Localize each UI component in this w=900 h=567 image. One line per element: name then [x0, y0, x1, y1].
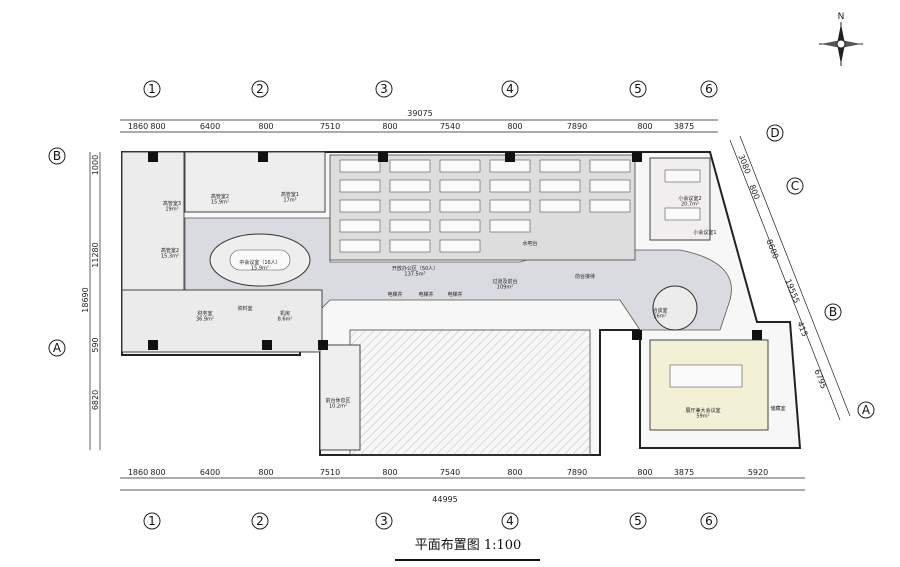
left-dimension: 6820 [91, 390, 100, 410]
bottom-axis-markers: 1 2 3 4 5 6 [143, 512, 718, 530]
left-dimension: 590 [91, 337, 100, 352]
grid-label-top: 3 [380, 82, 388, 96]
grid-label-left: A [53, 341, 62, 355]
top-dimension: 800 [507, 122, 522, 131]
top-dimension: 800 [258, 122, 273, 131]
bottom-dimension: 6400 [200, 468, 220, 477]
top-dimension: 800 [150, 122, 165, 131]
top-dimension: 800 [637, 122, 652, 131]
grid-label-bottom: 6 [705, 514, 713, 528]
room-label: 小会议室1 [693, 229, 716, 236]
top-dimension: 7890 [567, 122, 587, 131]
bottom-dimensions: 1860 800 6400 800 7510 800 7540 800 7890… [128, 468, 768, 504]
grid-label-left: B [53, 149, 61, 163]
right-axis-markers: D C B A [766, 124, 875, 419]
top-dimension: 800 [382, 122, 397, 131]
bottom-dimension: 7890 [567, 468, 587, 477]
bottom-dimension: 800 [637, 468, 652, 477]
left-total-dimension: 18690 [81, 287, 90, 312]
grid-label-top: 1 [148, 82, 156, 96]
bottom-dimension: 5920 [748, 468, 768, 477]
left-dimension: 1000 [91, 155, 100, 175]
bottom-dimension: 800 [382, 468, 397, 477]
grid-label-right: A [862, 403, 871, 417]
left-axis-markers: B A [48, 147, 66, 357]
grid-label-right: B [829, 305, 837, 319]
structural-columns [148, 152, 762, 350]
top-dimensions: 39075 1860 800 6400 800 7510 800 7540 80… [128, 109, 694, 131]
grid-label-bottom: 4 [506, 514, 514, 528]
room-label: 开放办公区（50人）137.5m² [392, 265, 438, 278]
grid-label-right: C [791, 179, 799, 193]
drawing-title: 平面布置图 1:100 [395, 538, 540, 561]
room-label: 前台接待 [575, 273, 595, 280]
bottom-dimension: 800 [150, 468, 165, 477]
right-dimension: 6795 [812, 368, 828, 390]
room-label: 中会议室（16人）15.9m² [239, 259, 280, 272]
top-dimension: 6400 [200, 122, 220, 131]
top-dimension: 7510 [320, 122, 340, 131]
grid-label-top: 4 [506, 82, 514, 96]
grid-label-top: 2 [256, 82, 264, 96]
left-dimensions: 18690 1000 11280 590 6820 [81, 155, 100, 410]
workstations [229, 159, 743, 388]
grid-label-bottom: 1 [148, 514, 156, 528]
north-label: N [838, 12, 845, 22]
right-dimension: 415 [795, 320, 809, 338]
bottom-dimension: 7510 [320, 468, 340, 477]
room-label: 电梯井 [418, 291, 433, 298]
bottom-total-dimension: 44995 [432, 495, 457, 504]
grid-label-top: 6 [705, 82, 713, 96]
bottom-dimension: 3875 [674, 468, 694, 477]
top-total-dimension: 39075 [407, 109, 432, 118]
room-label: 电梯井 [387, 291, 402, 298]
top-dimension: 3875 [674, 122, 694, 131]
top-dimension: 1860 [128, 122, 148, 131]
north-arrow-icon: N [819, 12, 863, 66]
top-axis-markers: 1 2 3 4 5 6 [143, 80, 718, 98]
dimension-lines [89, 119, 851, 491]
room-label: 水吧台 [522, 240, 537, 247]
grid-label-right: D [770, 126, 779, 140]
bottom-dimension: 1860 [128, 468, 148, 477]
bottom-dimension: 7540 [440, 468, 460, 477]
grid-label-bottom: 5 [634, 514, 642, 528]
grid-label-bottom: 2 [256, 514, 264, 528]
room-label: 资料室 [237, 305, 252, 312]
grid-label-top: 5 [634, 82, 642, 96]
top-dimension: 7540 [440, 122, 460, 131]
bottom-dimension: 800 [507, 468, 522, 477]
right-total-dimension: 19555 [783, 278, 801, 305]
right-dimension: 8600 [764, 238, 780, 260]
grid-label-bottom: 3 [380, 514, 388, 528]
room-label: 储藏室 [770, 405, 785, 412]
right-dimension: 3080 [736, 153, 752, 175]
room-label: 电梯井 [447, 291, 462, 298]
drawing-title-text: 平面布置图 1:100 [415, 538, 522, 553]
left-dimension: 11280 [91, 242, 100, 267]
bottom-dimension: 800 [258, 468, 273, 477]
